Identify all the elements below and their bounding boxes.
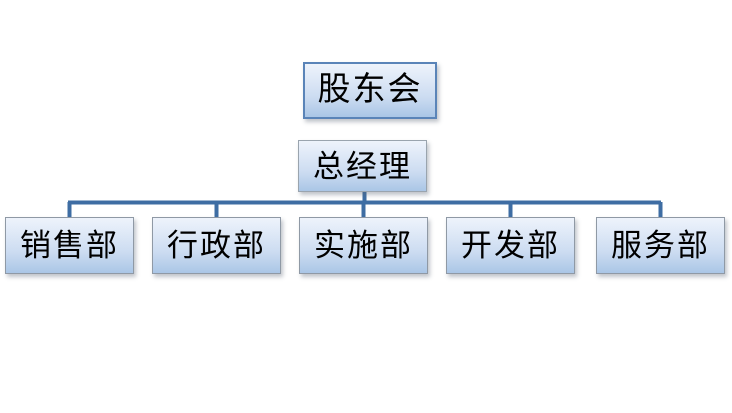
node-label-department-administration: 行政部 xyxy=(167,228,266,263)
node-department-development[interactable]: 开发部 xyxy=(446,217,575,274)
node-shareholders-meeting[interactable]: 股东会 xyxy=(303,62,437,119)
node-label-department-implementation: 实施部 xyxy=(314,228,413,263)
node-department-administration[interactable]: 行政部 xyxy=(152,217,281,274)
node-label-department-development: 开发部 xyxy=(461,228,560,263)
node-general-manager[interactable]: 总经理 xyxy=(298,140,427,192)
node-department-service[interactable]: 服务部 xyxy=(596,217,725,274)
node-label-department-sales: 销售部 xyxy=(20,228,119,263)
node-department-implementation[interactable]: 实施部 xyxy=(299,217,428,274)
node-label-general-manager: 总经理 xyxy=(313,148,412,184)
node-label-shareholders-meeting: 股东会 xyxy=(317,72,423,108)
node-department-sales[interactable]: 销售部 xyxy=(5,217,134,274)
node-label-department-service: 服务部 xyxy=(611,228,710,263)
